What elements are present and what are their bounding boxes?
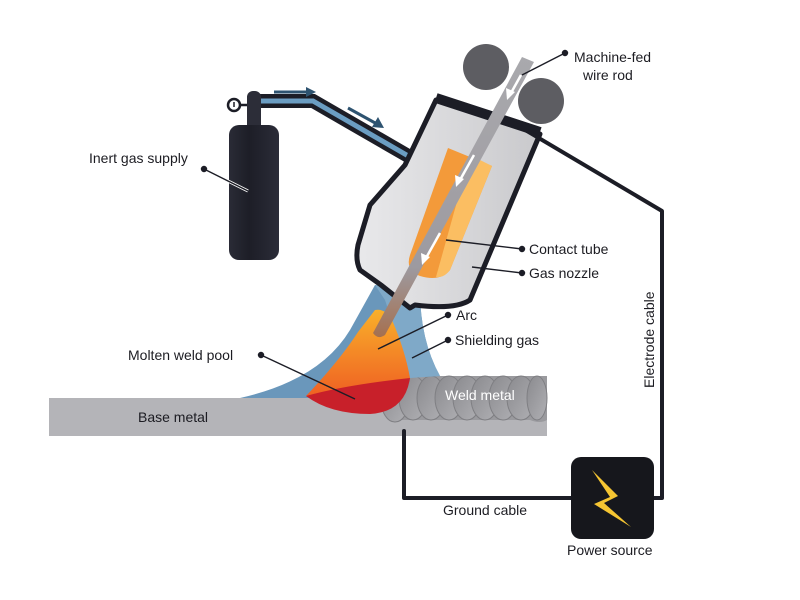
leader-inert-gas-supply [200, 165, 249, 193]
label-arc: Arc [456, 307, 477, 323]
leader-arc [377, 311, 452, 350]
lightning-bolt-icon [592, 470, 631, 527]
label-gas-nozzle: Gas nozzle [529, 265, 599, 281]
label-ground-cable: Ground cable [443, 502, 527, 518]
leader-gas-nozzle [471, 266, 526, 277]
label-wire-rod: wire rod [582, 67, 633, 83]
label-inert-gas-supply: Inert gas supply [89, 150, 188, 166]
feed-roller-bottom [518, 78, 564, 124]
label-power-source: Power source [567, 542, 653, 558]
label-contact-tube: Contact tube [529, 241, 609, 257]
leader-contact-tube [445, 239, 526, 253]
leader-molten-weld-pool [257, 351, 356, 400]
gas-cylinder [226, 91, 279, 260]
leader-shielding-gas [411, 336, 452, 359]
label-electrode-cable: Electrode cable [641, 291, 657, 388]
electrode-cable [503, 116, 664, 500]
label-molten-weld-pool: Molten weld pool [128, 347, 233, 363]
ground-cable [402, 429, 577, 500]
leader-machine-fed-wire-rod [521, 49, 569, 76]
label-base-metal: Base metal [138, 409, 208, 425]
power-source [571, 457, 654, 539]
label-weld-metal: Weld metal [445, 387, 515, 403]
molten-weld-pool [306, 378, 410, 414]
wire-rod [373, 57, 534, 338]
feed-roller-top [463, 44, 509, 90]
gas-hose [258, 94, 414, 164]
label-machine-fed: Machine-fed [574, 49, 651, 65]
label-shielding-gas: Shielding gas [455, 332, 539, 348]
wire-feed-arrows [421, 74, 523, 265]
